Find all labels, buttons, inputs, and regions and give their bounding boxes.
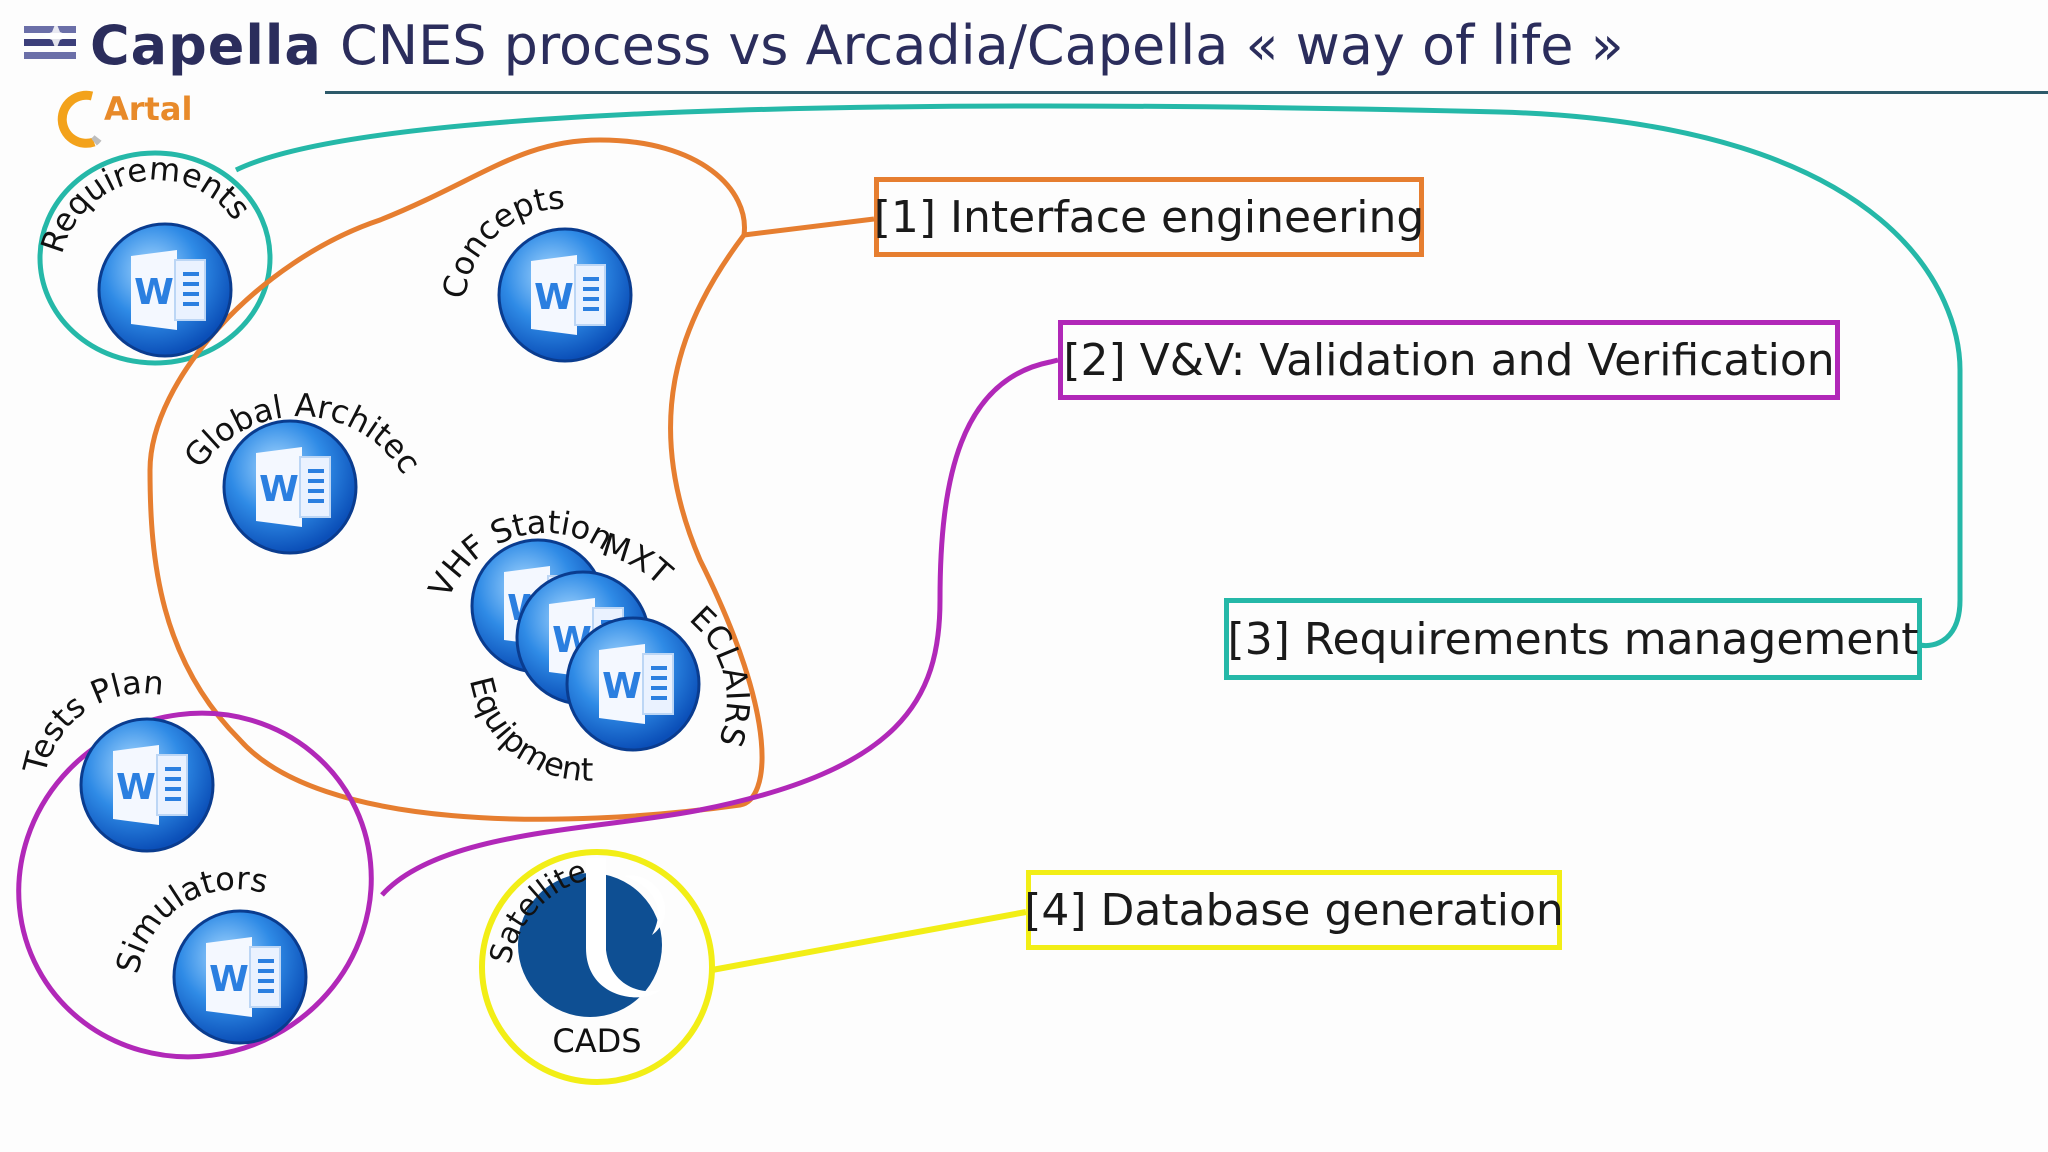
database-generation-link (711, 909, 1027, 973)
interface-engineering-link (743, 216, 875, 238)
artal-text: Artal (104, 90, 193, 128)
title-underline (325, 91, 2048, 94)
tests-plan-doc-icon[interactable] (79, 717, 215, 853)
eclairs-doc-icon[interactable] (565, 616, 701, 752)
capella-logo-icon (24, 22, 76, 59)
artal-logo-icon (57, 90, 102, 148)
simulators-doc-icon[interactable] (172, 909, 308, 1045)
vv-link (380, 357, 1059, 897)
cads-label: CADS (552, 1022, 641, 1060)
interface-engineering-group-outline (147, 137, 765, 822)
requirements-group-outline (37, 150, 273, 366)
page-title: CNES process vs Arcadia/Capella « way of… (340, 14, 1624, 77)
artal-logo: Artal (52, 88, 202, 152)
requirements-management-link (234, 103, 1963, 649)
logo-text: Capella (90, 14, 322, 77)
requirements-management-box[interactable]: [3] Requirements management (1224, 598, 1922, 680)
concepts-doc-icon[interactable] (497, 227, 633, 363)
requirements-doc-icon[interactable] (97, 222, 233, 358)
global-architecture-doc-icon[interactable] (222, 419, 358, 555)
capella-logo: Capella (22, 14, 322, 84)
vv-box[interactable]: [2] V&V: Validation and Verification (1058, 320, 1840, 400)
database-generation-box[interactable]: [4] Database generation (1024, 870, 1564, 950)
cnes-logo-icon (518, 858, 666, 1017)
interface-engineering-box[interactable]: [1] Interface engineering (874, 177, 1424, 257)
